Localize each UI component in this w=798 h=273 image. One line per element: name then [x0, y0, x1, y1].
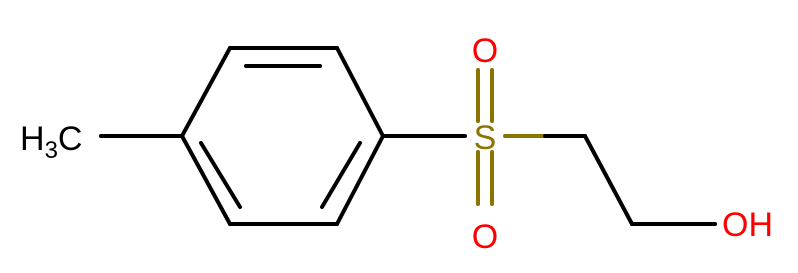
bond-ring-inner-left: [199, 141, 242, 209]
sulfur-label: S: [474, 119, 497, 157]
bond-ring-3: [335, 46, 385, 138]
methyl-label: H3C: [20, 120, 82, 164]
bond-ring-inner-right: [320, 141, 362, 209]
bond-ch2-ch2: [583, 134, 634, 226]
bond-ring-4: [335, 134, 385, 226]
oxygen-top-label: O: [472, 32, 498, 70]
methyl-subscript: 3: [45, 137, 58, 164]
hydroxyl-label: OH: [722, 206, 773, 244]
bond-ring-6: [180, 134, 232, 226]
methyl-c: C: [58, 120, 83, 158]
oxygen-bottom-label: O: [472, 218, 498, 256]
bond-ring-1: [180, 46, 232, 138]
methyl-h: H: [20, 120, 45, 158]
